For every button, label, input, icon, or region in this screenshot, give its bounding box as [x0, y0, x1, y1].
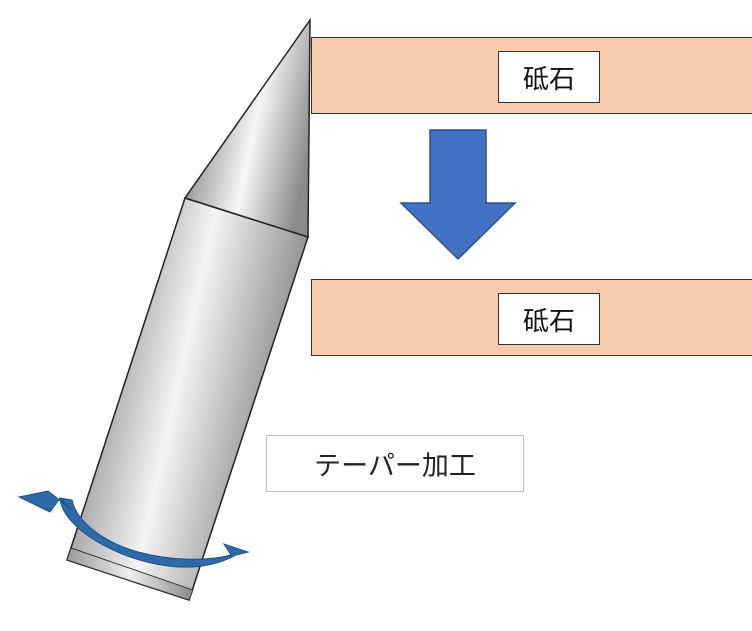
down-arrow-icon — [399, 129, 517, 261]
rotation-arrow-icon — [17, 490, 250, 568]
tapered-tool-icon — [66, 17, 311, 601]
grindstone-top: 砥石 — [311, 37, 752, 114]
grindstone-bottom: 砥石 — [311, 279, 752, 356]
caption-text: テーパー加工 — [314, 451, 476, 482]
grindstone-top-label: 砥石 — [498, 51, 600, 103]
tool-base — [66, 547, 194, 601]
grindstone-bottom-label: 砥石 — [498, 293, 600, 345]
tool-cone — [183, 17, 311, 239]
caption-box: テーパー加工 — [266, 435, 524, 492]
